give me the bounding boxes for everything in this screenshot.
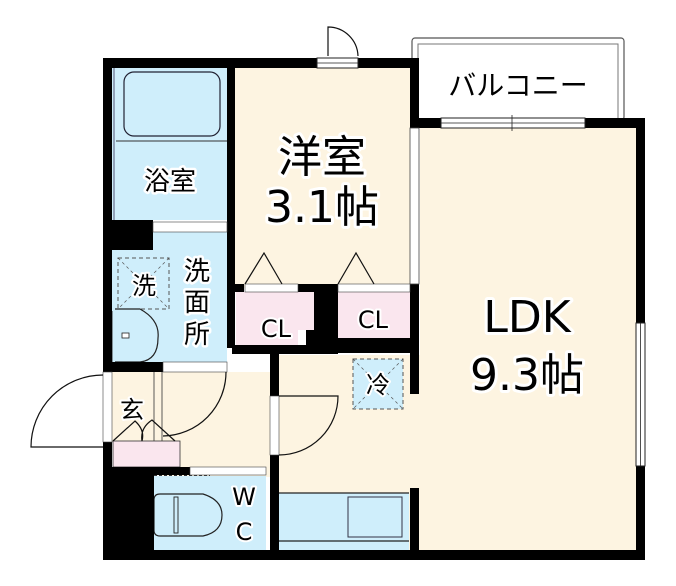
door-swings bbox=[30, 26, 375, 456]
closet-1-label: CL bbox=[261, 315, 292, 343]
entrance-label: 玄 bbox=[120, 396, 144, 424]
washer-space bbox=[117, 257, 170, 310]
washroom-name-2: 面 bbox=[184, 288, 210, 318]
closet-2-label: CL bbox=[358, 306, 389, 334]
toilet-label-2: C bbox=[236, 518, 253, 546]
washroom-name-1: 洗 bbox=[184, 257, 210, 287]
windows bbox=[102, 57, 646, 476]
labels: 洋室 3.1帖 LDK 9.3帖 浴室 洗 面 所 洗 CL CL 冷 玄 W … bbox=[118, 69, 588, 548]
western-room-name: 洋室 bbox=[278, 132, 366, 183]
balcony-label: バルコニー bbox=[448, 69, 587, 102]
washer-space-label: 洗 bbox=[132, 272, 156, 300]
fixtures bbox=[111, 68, 409, 542]
fridge-space-label: 冷 bbox=[366, 371, 390, 399]
western-room-size: 3.1帖 bbox=[265, 182, 379, 233]
ldk-name: LDK bbox=[483, 292, 571, 343]
fridge-space bbox=[352, 358, 404, 410]
bathroom-name: 浴室 bbox=[144, 167, 196, 197]
washroom-name-3: 所 bbox=[184, 320, 210, 350]
ldk-size: 9.3帖 bbox=[470, 350, 584, 401]
toilet-label-1: W bbox=[232, 483, 256, 511]
